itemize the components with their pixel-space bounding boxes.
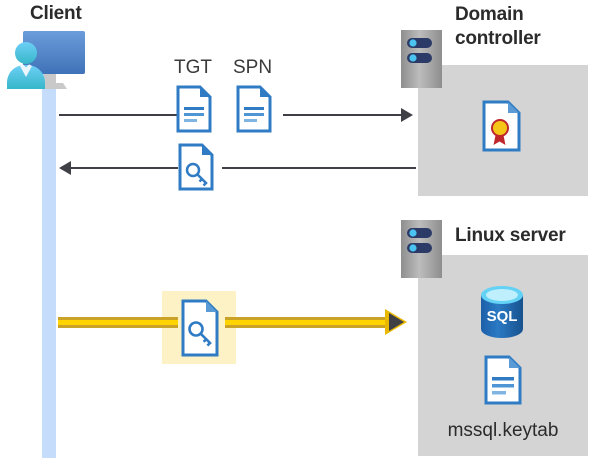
key-document-icon-auth	[181, 299, 219, 357]
label-tgt: TGT	[174, 57, 212, 78]
domain-controller-title-line-2: controller	[455, 28, 541, 49]
yellow-connector-segment-right-core	[225, 320, 387, 325]
yellow-connector-segment-left-core	[58, 320, 178, 325]
client-lifeline	[42, 62, 56, 458]
yellow-arrow-head-core	[389, 313, 404, 331]
user-with-monitor-icon	[2, 26, 96, 96]
arrow-head-left-to-client	[59, 161, 71, 175]
page-title-domain-controller: Domain controller	[455, 3, 600, 51]
arrow-head-right-to-dc	[401, 108, 413, 122]
label-spn: SPN	[233, 57, 273, 78]
page-title-client: Client	[30, 3, 82, 24]
key-document-icon-response	[178, 143, 214, 191]
text-document-icon-keytab	[484, 355, 522, 405]
connector-client-to-dc-segment-left	[59, 114, 178, 116]
text-document-icon-tgt	[176, 85, 212, 133]
certificate-document-icon	[482, 100, 521, 152]
text-document-icon-spn	[236, 85, 272, 133]
server-rack-icon-domain-controller	[401, 30, 442, 88]
connector-client-to-dc-segment-right	[283, 114, 401, 116]
svg-text:SQL: SQL	[487, 308, 518, 325]
sql-database-icon: SQL	[479, 285, 525, 339]
page-title-linux-server: Linux server	[455, 225, 566, 246]
label-keytab-filename: mssql.keytab	[447, 420, 559, 441]
connector-dc-to-client-segment-right	[222, 167, 416, 169]
server-rack-icon-linux	[401, 220, 442, 278]
domain-controller-title-line-1: Domain	[455, 4, 524, 25]
connector-dc-to-client-segment-left	[71, 167, 178, 169]
